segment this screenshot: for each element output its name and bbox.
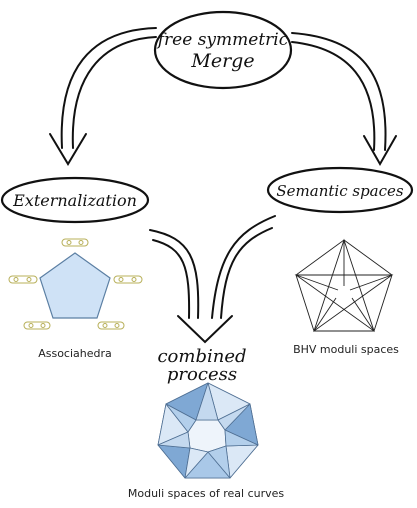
moduli-caption: Moduli spaces of real curves [128, 487, 285, 500]
moduli-solid-figure [157, 382, 259, 479]
associahedra-caption: Associahedra [38, 347, 112, 360]
combined-label-line1: combined [157, 346, 246, 367]
arrows-to-combined [149, 215, 276, 344]
tree-icon [8, 275, 38, 284]
externalization-node: Externalization [0, 176, 150, 224]
merge-label-line2: Merge [190, 50, 254, 72]
merge-node: free symmetric Merge [153, 10, 293, 90]
bhv-pentagram-figure [294, 238, 394, 333]
bhv-caption: BHV moduli spaces [293, 343, 399, 356]
tree-icon [97, 321, 125, 330]
arrow-merge-to-externalization [49, 27, 157, 166]
combined-node: combined process [157, 346, 246, 385]
combined-label-line2: process [167, 364, 237, 385]
semantic-node: Semantic spaces [266, 166, 414, 214]
merge-label-line1: free symmetric [156, 30, 289, 50]
associahedron-figure [8, 238, 143, 330]
arrow-merge-to-semantic [291, 32, 397, 167]
semantic-label: Semantic spaces [276, 182, 403, 200]
tree-icon [113, 275, 143, 284]
tree-icon [23, 321, 51, 330]
tree-icon [61, 238, 89, 247]
externalization-label: Externalization [12, 191, 137, 210]
